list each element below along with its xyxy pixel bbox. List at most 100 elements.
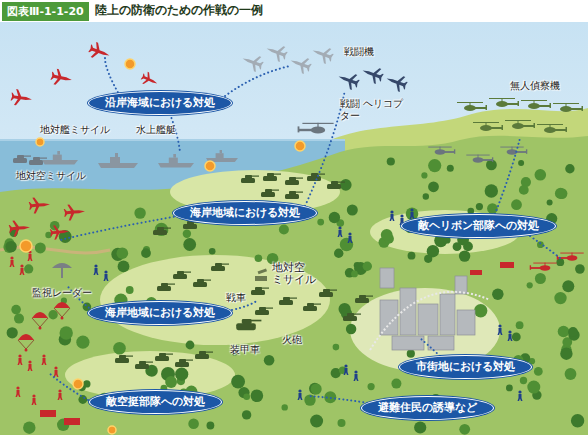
illustration-part xyxy=(470,270,482,275)
illustration-part xyxy=(98,153,138,168)
illustration-part xyxy=(343,313,361,321)
tree xyxy=(428,181,439,192)
tree xyxy=(333,344,340,351)
tree xyxy=(424,255,432,263)
tree xyxy=(78,395,87,404)
part-label: 無人偵察機 xyxy=(510,80,560,92)
illustration-part xyxy=(104,270,109,281)
tree xyxy=(421,172,427,178)
illustration-part xyxy=(279,297,297,305)
illustration-part xyxy=(18,334,34,352)
illustration-part xyxy=(158,154,194,168)
illustration-part xyxy=(466,155,493,163)
illustration-part xyxy=(338,226,343,237)
illustration-part xyxy=(32,394,37,405)
tree xyxy=(255,254,263,262)
tree xyxy=(443,236,450,243)
illustration-part xyxy=(195,351,213,359)
illustration-part xyxy=(258,268,267,274)
illustration-part xyxy=(418,304,438,335)
tree xyxy=(351,271,358,278)
tree xyxy=(251,390,264,403)
callout-text: 市街地における対処 xyxy=(416,360,515,373)
illustration-part xyxy=(537,124,567,133)
illustration-part xyxy=(173,271,191,279)
illustration-part xyxy=(255,276,267,281)
tree xyxy=(511,199,522,210)
tree xyxy=(76,336,89,349)
tree xyxy=(165,376,177,388)
illustration-part xyxy=(557,253,584,261)
tree xyxy=(329,212,340,223)
tree xyxy=(423,193,429,199)
tree xyxy=(311,384,322,395)
tree xyxy=(485,184,498,197)
illustration-part xyxy=(115,173,373,369)
illustration-part xyxy=(457,102,487,111)
illustration-part xyxy=(295,141,305,151)
part-label: 戦闘機 xyxy=(344,46,374,58)
tree xyxy=(183,230,191,238)
tree xyxy=(5,241,16,252)
tree xyxy=(414,421,426,433)
tree xyxy=(113,342,126,355)
part-label: 装甲車 xyxy=(230,344,260,356)
illustration-part xyxy=(305,90,345,206)
part-label: 地対空 ミサイル xyxy=(272,262,316,286)
tree xyxy=(346,324,356,334)
illustration-part xyxy=(48,372,88,400)
illustration-part xyxy=(8,219,30,237)
illustration-part xyxy=(10,89,33,108)
callout-text: 敵空挺部隊への対処 xyxy=(106,395,205,408)
part-label: 地対艦ミサイル xyxy=(40,124,110,136)
illustration-part xyxy=(16,386,21,397)
tree xyxy=(562,280,574,292)
illustration-part xyxy=(0,139,345,141)
illustration-part xyxy=(42,151,78,165)
illustration-part xyxy=(508,330,513,341)
tree xyxy=(23,422,35,434)
tree xyxy=(14,314,24,324)
tree xyxy=(126,286,134,294)
tree xyxy=(474,304,487,317)
illustration-part xyxy=(489,98,519,107)
tree xyxy=(11,305,21,315)
illustration-part xyxy=(20,59,305,434)
tree xyxy=(186,341,195,350)
callout-text: 敵ヘリボン部隊への対処 xyxy=(418,219,539,232)
tree xyxy=(560,348,572,360)
tree xyxy=(24,264,33,273)
tree xyxy=(534,367,543,376)
tree xyxy=(487,203,498,214)
illustration-part xyxy=(61,268,63,278)
illustration-part xyxy=(380,268,394,288)
illustration-part xyxy=(54,302,70,320)
illustration-part xyxy=(153,227,171,235)
illustration-part xyxy=(100,255,330,345)
illustration-part xyxy=(530,263,557,271)
illustration-part xyxy=(327,181,345,189)
tree xyxy=(519,185,529,195)
illustration-part xyxy=(298,123,334,134)
illustration-part xyxy=(530,236,560,258)
illustration-part xyxy=(211,263,229,271)
illustration-part xyxy=(73,379,83,389)
illustration-part xyxy=(251,287,269,295)
illustration-part xyxy=(236,319,261,330)
tree xyxy=(492,289,503,300)
tree xyxy=(231,375,245,389)
illustration-part xyxy=(29,157,47,165)
illustration-part xyxy=(500,262,514,268)
tree xyxy=(535,273,546,284)
illustration-part xyxy=(336,63,409,93)
tree xyxy=(486,160,497,171)
illustration-part xyxy=(3,157,584,434)
tree xyxy=(459,424,470,435)
illustration-part xyxy=(505,120,535,129)
tree xyxy=(516,321,524,329)
illustration-part xyxy=(498,324,503,335)
tree xyxy=(209,248,216,255)
illustration-part xyxy=(457,310,475,335)
tree xyxy=(476,203,483,210)
